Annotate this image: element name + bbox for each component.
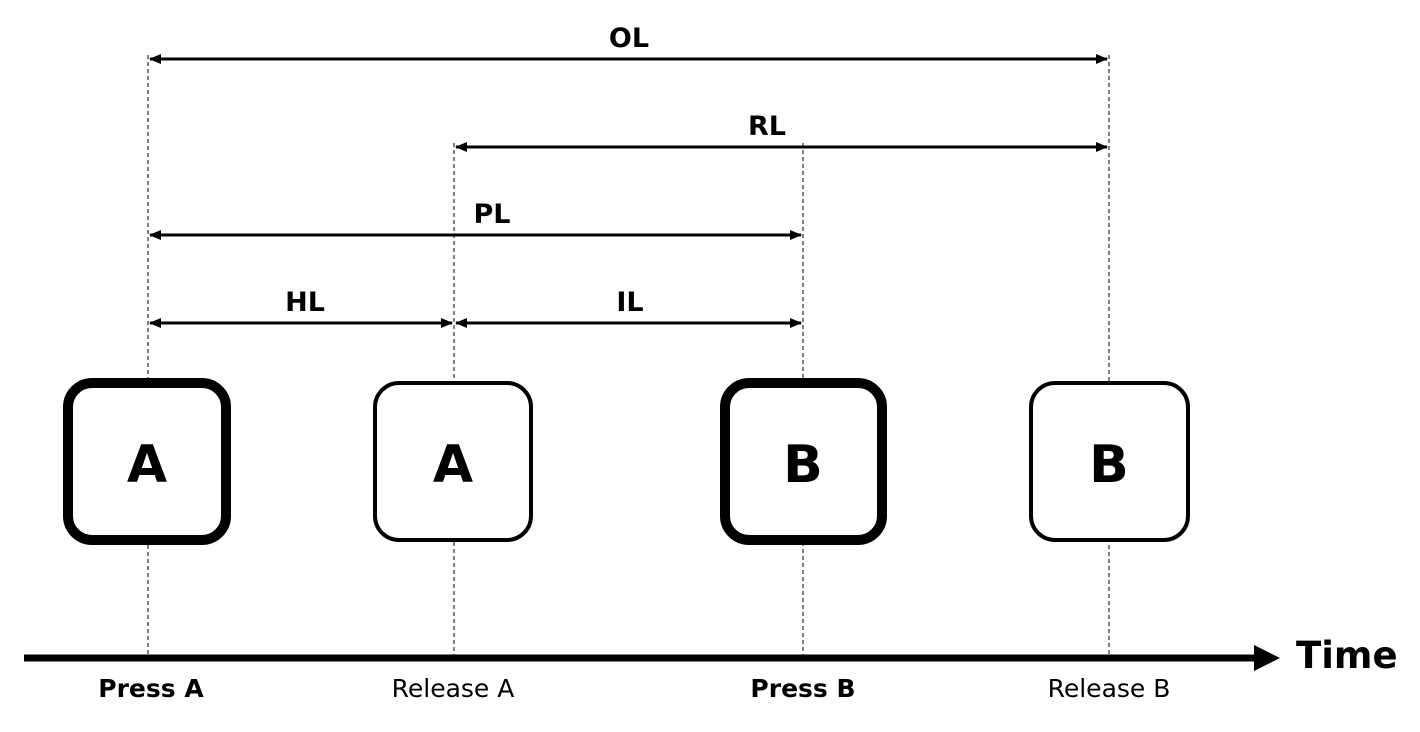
event-label-press-b: Press B [750, 674, 855, 703]
interval-il-label: IL [616, 287, 643, 318]
key-box-press-a [63, 378, 231, 545]
key-letter-release-a: A [433, 435, 473, 495]
key-release-b: B [1029, 381, 1190, 542]
interval-pl-label: PL [474, 199, 511, 230]
interval-rl: RL [455, 111, 1108, 152]
interval-ol-label: OL [609, 23, 649, 54]
key-letter-press-a: A [127, 435, 167, 495]
key-letter-release-b: B [1089, 435, 1129, 495]
interval-ol: OL [149, 23, 1108, 64]
interval-hl-label: HL [285, 287, 325, 318]
interval-il: IL [455, 287, 802, 328]
time-axis-arrowhead [1254, 645, 1280, 671]
event-label-press-a: Press A [98, 674, 204, 703]
interval-hl: HL [149, 287, 453, 328]
interval-pl: PL [149, 199, 802, 240]
key-letter-press-b: B [783, 435, 823, 495]
time-axis: Time [24, 634, 1398, 677]
interval-rl-label: RL [748, 111, 786, 142]
time-axis-label: Time [1296, 634, 1398, 677]
key-press-b: B [720, 378, 887, 545]
key-release-a: A [373, 381, 533, 542]
event-labels: Press A Release A Press B Release B [98, 674, 1170, 703]
key-states: A A B B [63, 378, 1190, 545]
key-box-release-a [373, 381, 533, 542]
latency-intervals: OL RL PL HL IL [149, 23, 1108, 328]
key-box-press-b [720, 378, 887, 545]
key-box-release-b [1029, 381, 1190, 542]
key-press-a: A [63, 378, 231, 545]
event-label-release-a: Release A [392, 674, 515, 703]
event-label-release-b: Release B [1048, 674, 1171, 703]
event-guide-lines [147, 55, 1110, 655]
